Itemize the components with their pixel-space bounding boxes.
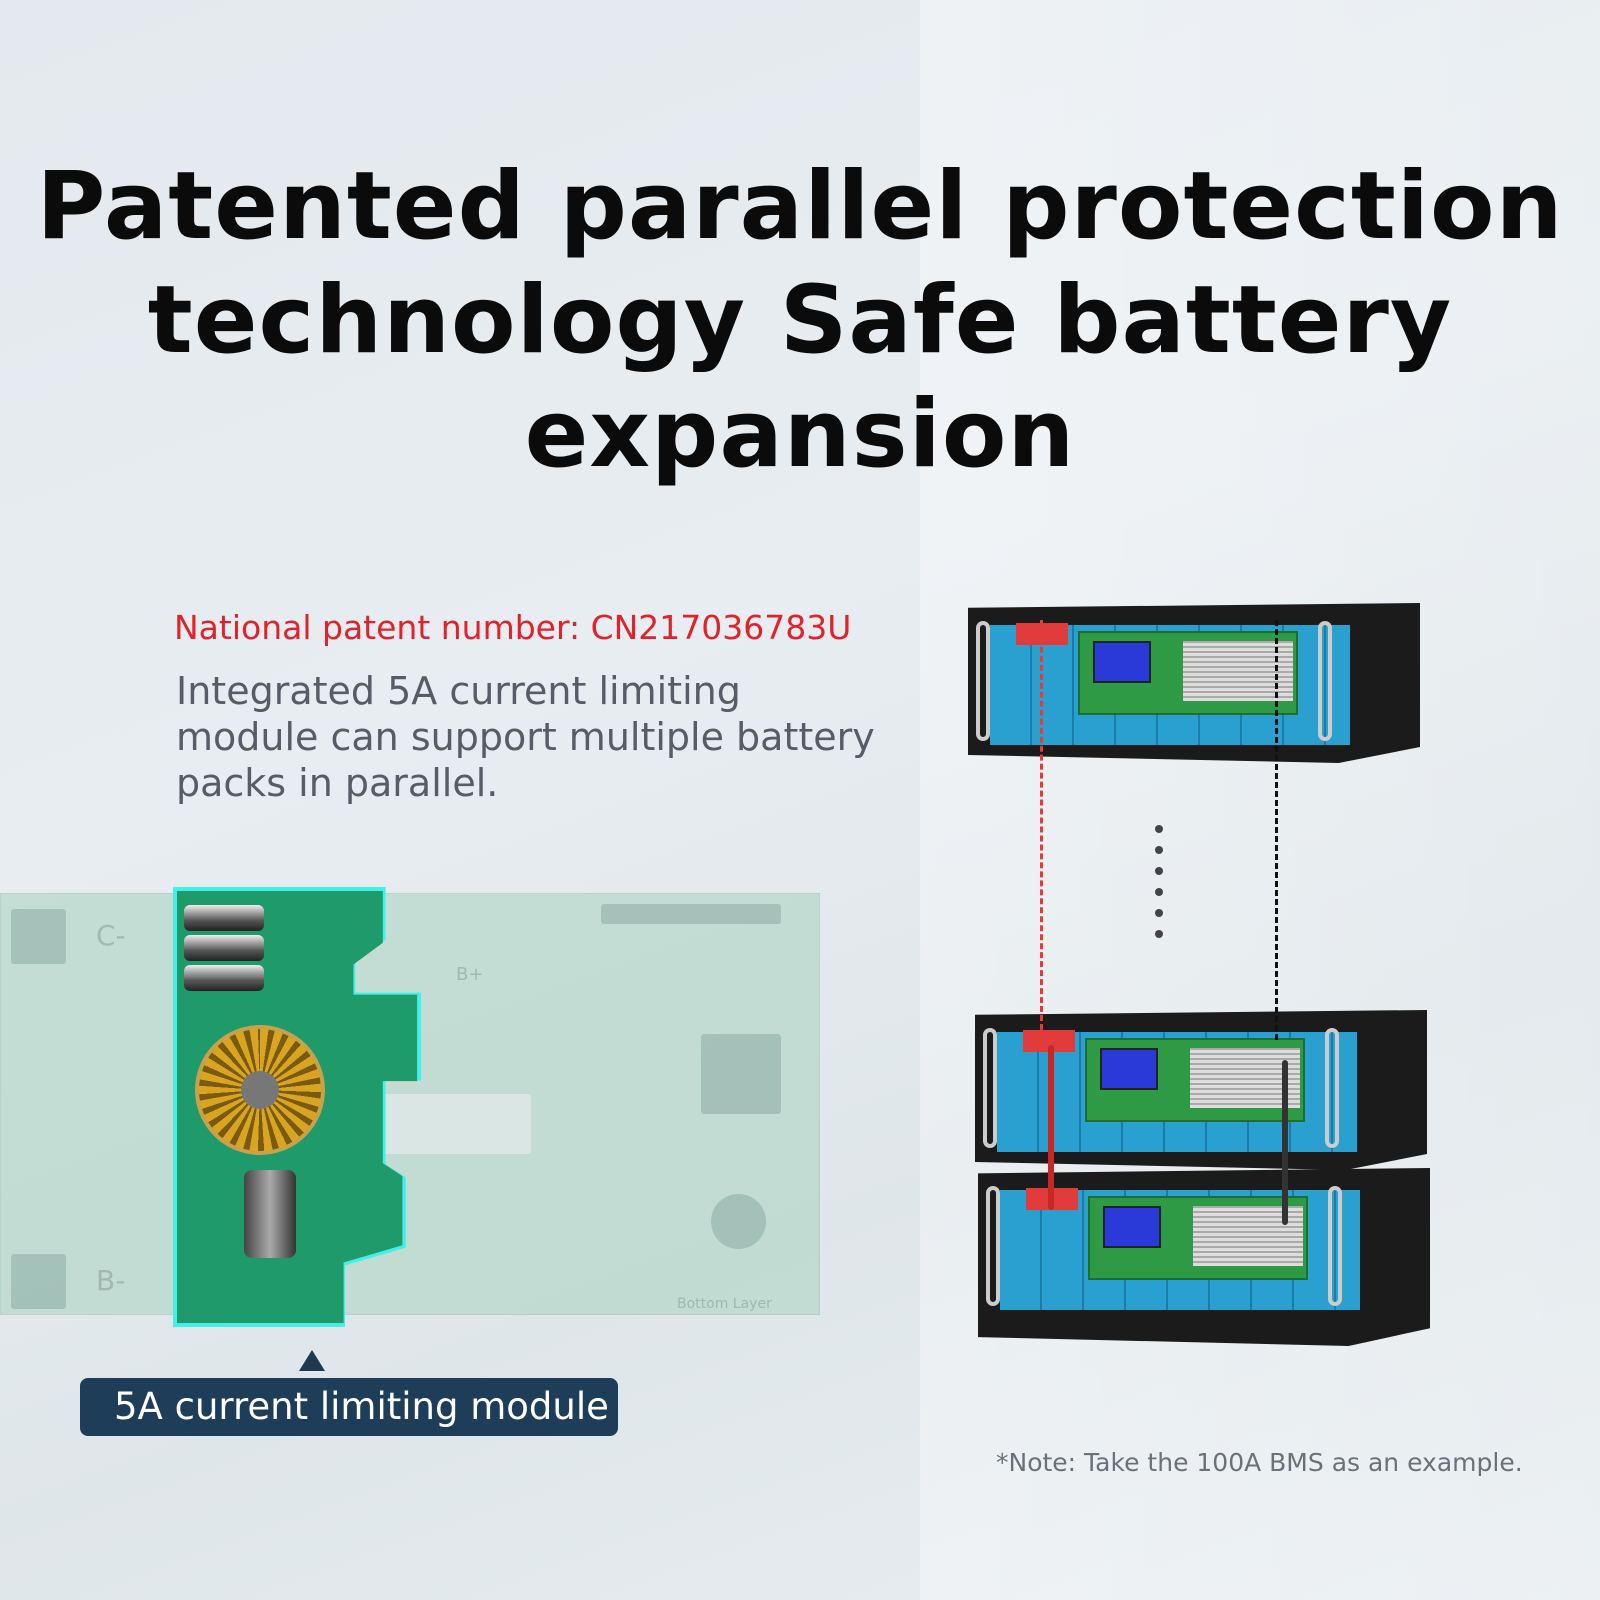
handle bbox=[986, 1186, 1000, 1306]
chip bbox=[701, 1034, 781, 1114]
coin-cell bbox=[711, 1194, 766, 1249]
ellipsis-dot bbox=[1155, 930, 1163, 938]
headline-line-2: technology Safe battery bbox=[147, 266, 1453, 375]
pcb-label: Bottom Layer bbox=[677, 1296, 772, 1312]
resistor bbox=[184, 905, 264, 931]
battery-pack-middle bbox=[975, 1010, 1427, 1170]
footnote: *Note: Take the 100A BMS as an example. bbox=[996, 1448, 1523, 1477]
handle bbox=[983, 1028, 997, 1148]
module-label: 5A current limiting module bbox=[80, 1378, 618, 1436]
ellipsis-dot bbox=[1155, 825, 1163, 833]
positive-connection-line bbox=[1040, 620, 1043, 1030]
connector bbox=[601, 904, 781, 924]
component bbox=[381, 1094, 531, 1154]
patent-number: National patent number: CN217036783U bbox=[174, 608, 852, 647]
battery-pack-top bbox=[968, 603, 1420, 763]
handle bbox=[1318, 621, 1332, 741]
headline: Patented parallel protection technology … bbox=[0, 150, 1600, 492]
ellipsis-dot bbox=[1155, 846, 1163, 854]
negative-parallel-cable bbox=[1282, 1060, 1288, 1225]
heatsink bbox=[1190, 1048, 1300, 1108]
pcb-label: C- bbox=[96, 919, 126, 952]
pcb-label: B+ bbox=[456, 964, 484, 985]
handle bbox=[1325, 1028, 1339, 1148]
inductor bbox=[244, 1170, 296, 1258]
ellipsis-dot bbox=[1155, 909, 1163, 917]
terminal bbox=[11, 909, 66, 964]
negative-connection-line bbox=[1275, 620, 1278, 1040]
lcd-screen bbox=[1100, 1048, 1158, 1090]
handle bbox=[976, 621, 990, 741]
bms-circuit-board-image: C- B+ B- Bottom Layer bbox=[0, 893, 820, 1315]
lcd-screen bbox=[1103, 1206, 1161, 1248]
toroid-inductor bbox=[195, 1025, 325, 1155]
heatsink bbox=[1183, 641, 1293, 701]
headline-line-3: expansion bbox=[524, 380, 1076, 489]
description: Integrated 5A current limiting module ca… bbox=[176, 669, 875, 805]
handle bbox=[1328, 1186, 1342, 1306]
battery-pack-bottom bbox=[978, 1168, 1430, 1346]
resistor bbox=[184, 965, 264, 991]
positive-terminal bbox=[1023, 1030, 1075, 1052]
ellipsis-dot bbox=[1155, 888, 1163, 896]
headline-line-1: Patented parallel protection bbox=[36, 152, 1564, 261]
positive-parallel-cable bbox=[1048, 1045, 1054, 1210]
pointer-triangle-icon bbox=[299, 1350, 325, 1371]
ellipsis-dot bbox=[1155, 867, 1163, 875]
pcb-label: B- bbox=[96, 1264, 126, 1297]
resistor bbox=[184, 935, 264, 961]
lcd-screen bbox=[1093, 641, 1151, 683]
terminal bbox=[11, 1254, 66, 1309]
